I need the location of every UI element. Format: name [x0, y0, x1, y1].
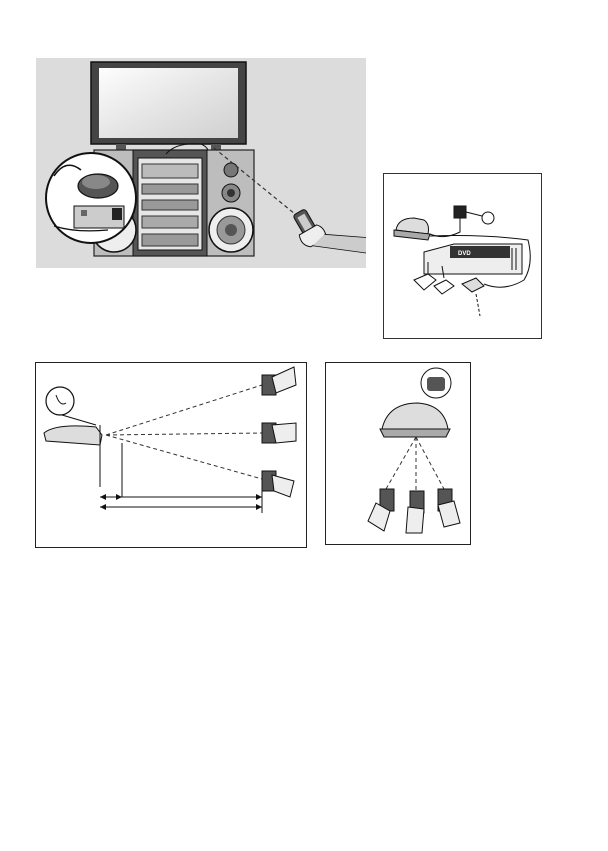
dvd-player-icon: DVD: [424, 244, 522, 274]
ir-receiver-icon: [44, 387, 122, 497]
dvd-label: DVD: [458, 251, 471, 257]
hand-icon: [262, 367, 296, 497]
reception-distance-figure: [35, 362, 307, 548]
ir-receiver-icon: [394, 218, 430, 240]
power-adapter-icon: [430, 206, 466, 237]
connection-figure: DVD: [383, 173, 542, 339]
ir-beam-lines: [106, 385, 262, 479]
ir-receiver-icon: [46, 153, 136, 243]
reception-angle-figure: [325, 362, 471, 545]
distance-dimension-lines: [100, 489, 262, 513]
ir-receiver-icon: [380, 368, 451, 437]
ir-beam-lines: [386, 437, 444, 491]
installation-figure: [36, 58, 366, 268]
hand-icon: [368, 489, 460, 533]
tv-icon: [91, 62, 246, 150]
power-plug-icon: [466, 212, 494, 224]
